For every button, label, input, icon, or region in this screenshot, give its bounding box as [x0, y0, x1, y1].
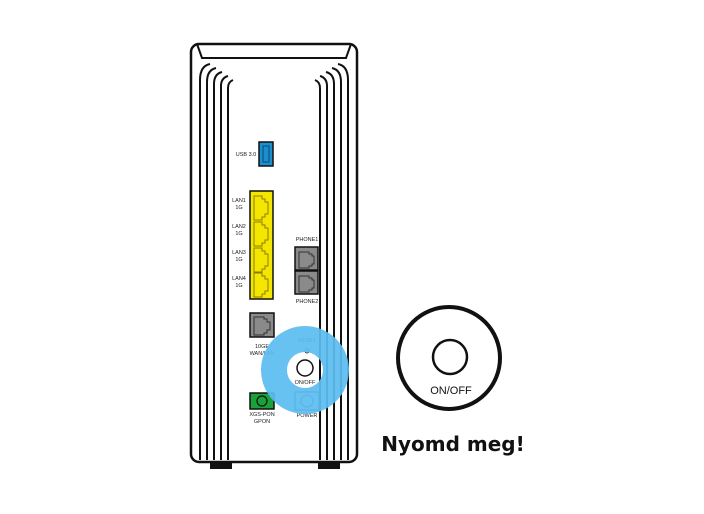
instruction-text: Nyomd meg!	[381, 432, 524, 456]
callout-onoff-label: ON/OFF	[430, 385, 472, 397]
phone2-label: PHONE2	[296, 299, 319, 305]
lan3-speed: 1G	[235, 257, 242, 263]
pon-fiber-icon	[256, 395, 268, 407]
lan2-speed: 1G	[235, 231, 242, 237]
router-foot-right	[318, 460, 340, 469]
router-foot-left	[210, 460, 232, 469]
lan1-speed: 1G	[235, 205, 242, 211]
vent-left	[199, 63, 234, 460]
phone1-label: PHONE1	[296, 237, 319, 243]
lan4-speed: 1G	[235, 283, 242, 289]
usb-slot-icon	[262, 145, 270, 163]
router-body	[189, 42, 359, 464]
vent-right	[314, 63, 349, 460]
lan4-label: LAN4	[232, 276, 246, 282]
usb-label: USB 3.0	[236, 152, 256, 158]
pon-label-line1: XGS-PON	[249, 412, 274, 418]
lan1-port[interactable]	[253, 195, 269, 221]
phone1-port[interactable]	[294, 246, 319, 271]
lan2-port[interactable]	[253, 221, 269, 247]
phone1-jack-icon	[298, 251, 315, 269]
phone2-port[interactable]	[294, 270, 319, 295]
power-label: POWER	[297, 413, 318, 419]
onoff-label: ON/OFF	[295, 380, 316, 386]
wan-jack-icon	[253, 316, 271, 336]
lan4-port[interactable]	[253, 272, 269, 298]
wan-label-line1: 10GE	[255, 344, 269, 350]
onoff-button[interactable]	[296, 359, 314, 377]
lan2-label: LAN2	[232, 224, 246, 230]
phone2-jack-icon	[298, 275, 315, 293]
lan1-label: LAN1	[232, 198, 246, 204]
lan3-port[interactable]	[253, 247, 269, 273]
callout-onoff-button[interactable]	[431, 338, 469, 376]
wan-label-line2: WAN/LAN	[250, 351, 275, 357]
highlight-ring	[261, 326, 349, 414]
lan3-label: LAN3	[232, 250, 246, 256]
pon-label-line2: GPON	[254, 419, 270, 425]
router-top-cap	[196, 43, 352, 59]
